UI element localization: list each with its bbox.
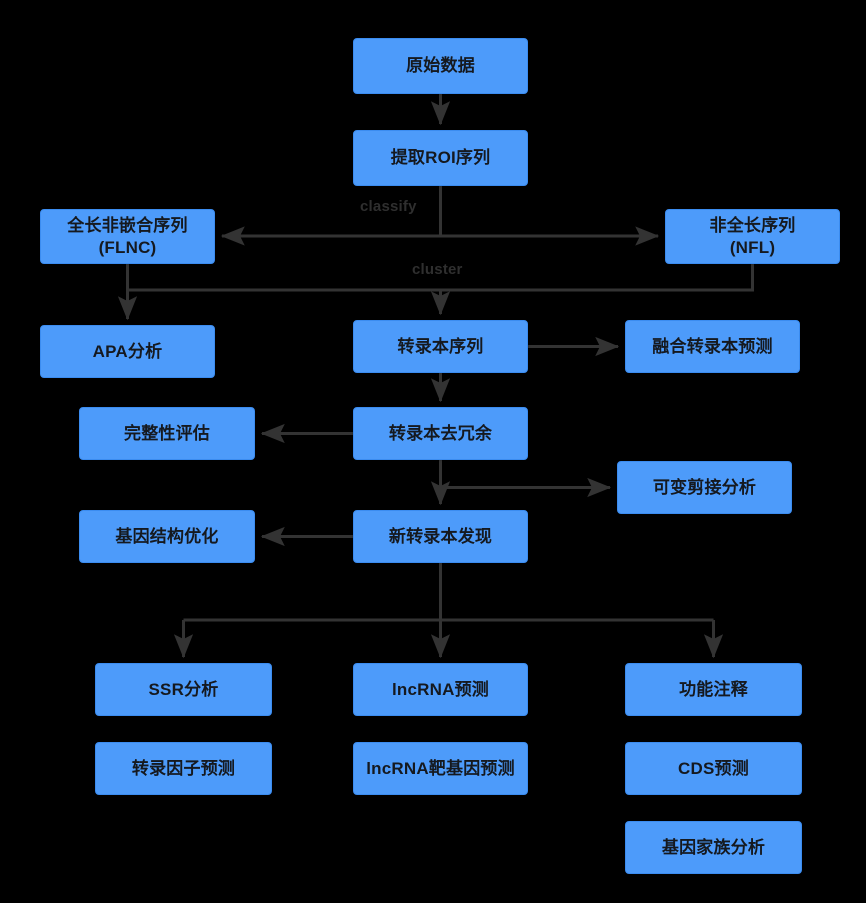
node-nfl[interactable]: 非全长序列 (NFL): [665, 209, 840, 264]
node-alternative-splicing-analysis[interactable]: 可变剪接分析: [617, 461, 792, 514]
node-ssr-analysis[interactable]: SSR分析: [95, 663, 272, 716]
node-function-annotation[interactable]: 功能注释: [625, 663, 802, 716]
node-transcript-deduplication[interactable]: 转录本去冗余: [353, 407, 528, 460]
node-new-transcript-discovery[interactable]: 新转录本发现: [353, 510, 528, 563]
node-transcription-factor-prediction[interactable]: 转录因子预测: [95, 742, 272, 795]
node-integrity-assessment[interactable]: 完整性评估: [79, 407, 255, 460]
node-apa-analysis[interactable]: APA分析: [40, 325, 215, 378]
node-gene-structure-optimization[interactable]: 基因结构优化: [79, 510, 255, 563]
node-gene-family-analysis[interactable]: 基因家族分析: [625, 821, 802, 874]
node-raw-data[interactable]: 原始数据: [353, 38, 528, 94]
edge-label-classify: classify: [360, 198, 417, 215]
node-extract-roi[interactable]: 提取ROI序列: [353, 130, 528, 186]
edge-label-cluster: cluster: [412, 261, 463, 278]
node-fusion-transcript-prediction[interactable]: 融合转录本预测: [625, 320, 800, 373]
node-transcript-sequence[interactable]: 转录本序列: [353, 320, 528, 373]
edge-cluster-bus: [127, 264, 754, 292]
edge-branch-bus: [182, 563, 714, 657]
node-lncrna-target-gene-prediction[interactable]: lncRNA靶基因预测: [353, 742, 528, 795]
node-cds-prediction[interactable]: CDS预测: [625, 742, 802, 795]
node-lncrna-prediction[interactable]: lncRNA预测: [353, 663, 528, 716]
node-flnc[interactable]: 全长非嵌合序列 (FLNC): [40, 209, 215, 264]
